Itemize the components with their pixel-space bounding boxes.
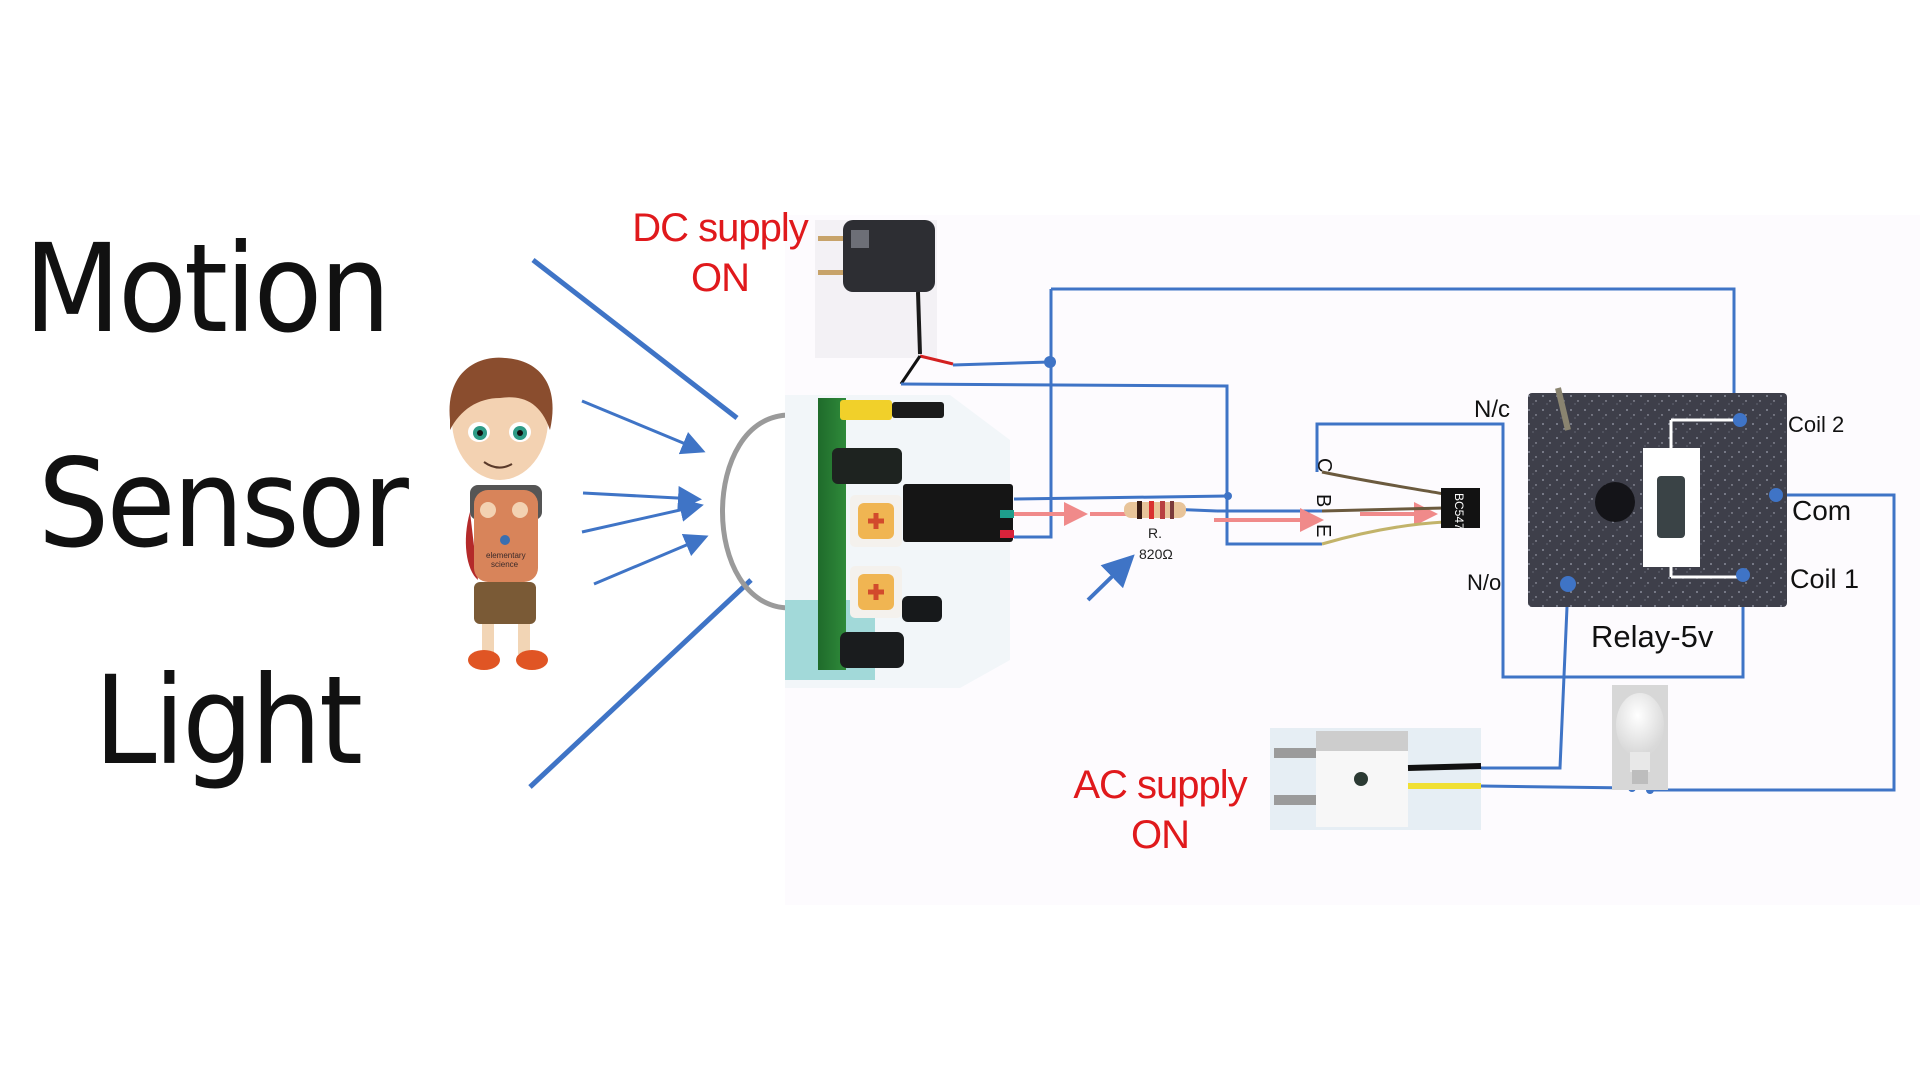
led-bulb	[1612, 685, 1668, 790]
relay-coil1-label: Coil 1	[1790, 564, 1859, 594]
ray-upper-line	[531, 258, 739, 420]
dc-on-text: ON	[691, 256, 750, 301]
relay-5v	[1528, 387, 1787, 607]
resistor-pointer-arrow	[1086, 554, 1135, 602]
pir-lens-dome	[720, 412, 791, 611]
ray-arrow-1	[581, 399, 706, 455]
cartoon-boy: elementary science	[449, 357, 553, 670]
diode	[1657, 476, 1685, 538]
transistor-bc547: BC547	[1321, 470, 1480, 546]
pin-c-label: C	[1313, 458, 1335, 472]
relay-name-label: Relay-5v	[1591, 619, 1714, 654]
junction-dot	[1224, 492, 1232, 500]
relay-com-label: Com	[1792, 495, 1851, 526]
relay-no-label: N/o	[1467, 570, 1501, 595]
wire-collector-to-coil1	[1315, 422, 1745, 679]
shirt-text-1: elementary	[486, 551, 526, 560]
dc-negative-lead	[899, 355, 922, 385]
wire-dc-positive	[952, 360, 1051, 367]
title-line-motion: Motion	[24, 218, 391, 360]
ac-plug	[1270, 728, 1482, 830]
title-line-light: Light	[94, 650, 363, 792]
transistor-model-label: BC547	[1452, 493, 1466, 530]
ac-on-text: ON	[1131, 813, 1190, 858]
wire-ground-to-emitter	[900, 382, 1322, 546]
dc-supply-text: DC supply	[632, 206, 809, 250]
dc-positive-lead	[919, 354, 954, 366]
title-line-sensor: Sensor	[38, 433, 409, 575]
wire-sensor-ground	[1013, 494, 1229, 501]
relay-nc-label: N/c	[1474, 396, 1510, 423]
ray-arrow-3	[581, 498, 704, 534]
ray-arrow-4	[593, 533, 709, 586]
relay-coil2-label: Coil 2	[1788, 412, 1844, 437]
resistor-820-ohm	[1124, 501, 1186, 519]
resistor-name-label: R.	[1148, 525, 1162, 541]
signal-flow	[1014, 502, 1438, 532]
pir-sensor-module	[785, 395, 1014, 688]
ac-supply-label: AC supply ON	[1060, 760, 1260, 861]
pin-b-label: B	[1312, 494, 1334, 507]
ac-supply-text: AC supply	[1073, 763, 1247, 807]
junction-dot	[1044, 356, 1056, 368]
wire-ac-to-bulb	[1480, 784, 1633, 790]
relay-no-terminal	[1560, 576, 1576, 592]
wire-vcc-to-coil2	[1051, 287, 1736, 420]
ray-arrow-2	[582, 486, 702, 511]
shirt-text-2: science	[491, 560, 519, 569]
relay-coil2-terminal	[1733, 413, 1747, 427]
wire-no-to-ac	[1481, 583, 1570, 770]
dc-supply-label: DC supply ON	[620, 203, 820, 304]
motion-rays	[528, 258, 753, 789]
resistor-value-label: 820Ω	[1139, 546, 1173, 562]
pin-e-label: E	[1312, 524, 1334, 537]
wire-vcc-vertical	[1014, 289, 1053, 539]
relay-coil1-terminal	[1736, 568, 1750, 582]
wire-bulb-to-com	[1650, 493, 1896, 792]
dc-adapter-image	[815, 220, 937, 358]
ray-lower-line	[528, 578, 753, 789]
relay-com-terminal	[1769, 488, 1783, 502]
